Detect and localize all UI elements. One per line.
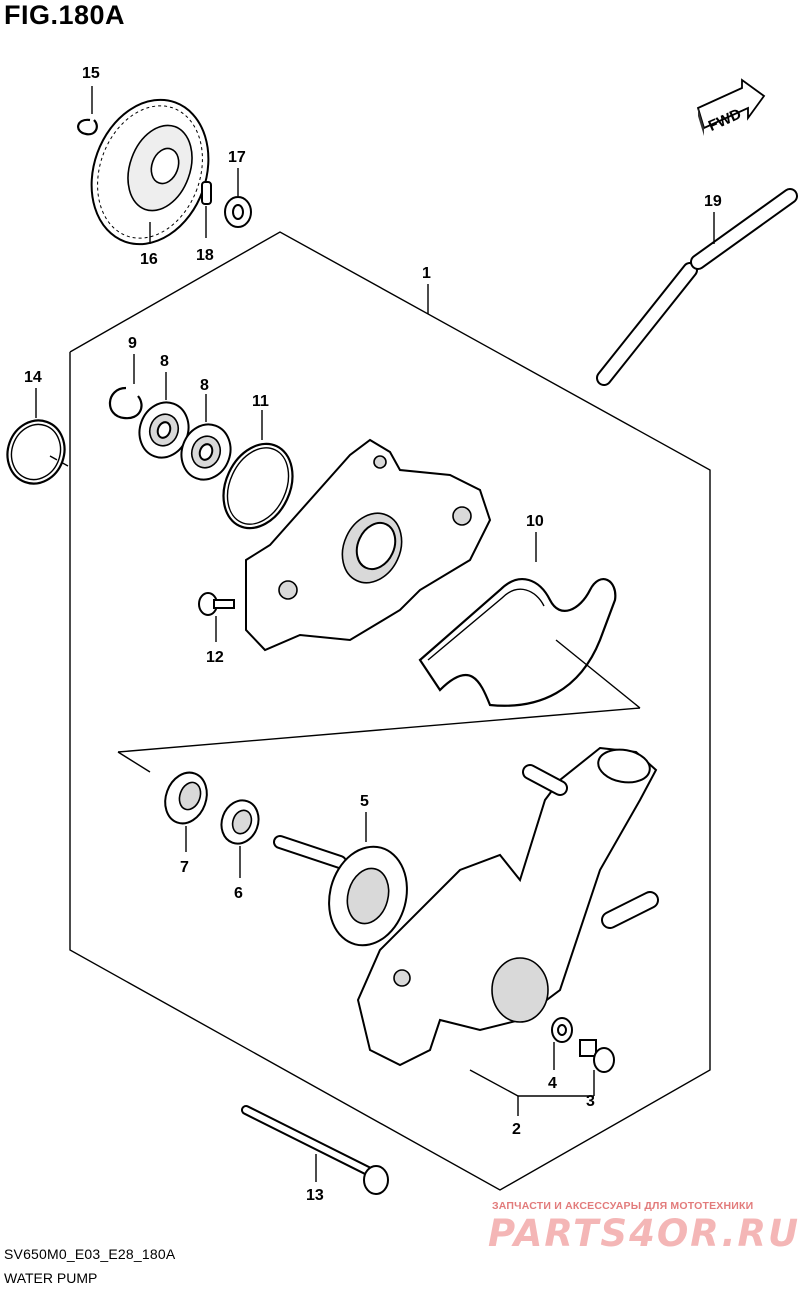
watermark-tagline: ЗАПЧАСТИ И АКСЕССУАРЫ ДЛЯ МОТОТЕХНИКИ: [492, 1200, 754, 1212]
hose-part-19: [596, 188, 798, 386]
callout-5: 5: [360, 793, 369, 810]
callout-labels: 1 2 3 4 5 6 7 8 8 9 10 11 12 13 14 15 16…: [24, 65, 722, 1204]
gasket-part-10: [418, 578, 617, 707]
snap-ring-part-9: [108, 386, 143, 420]
assembly-outline: [69, 231, 711, 1191]
pump-cover-plate: [245, 438, 492, 652]
o-ring-part-11: [222, 442, 294, 530]
callout-13: 13: [306, 1187, 324, 1204]
callout-12: 12: [206, 649, 224, 666]
circlip-part-15: [77, 118, 98, 136]
figure-code: SV650M0_E03_E28_180A: [4, 1246, 176, 1262]
callout-9: 9: [128, 335, 137, 352]
watermark-brand: PARTS4OR.RU: [488, 1212, 800, 1255]
callout-1: 1: [422, 265, 431, 282]
callout-2: 2: [512, 1121, 521, 1138]
leader-lines: [35, 86, 715, 1182]
callout-14: 14: [24, 369, 42, 386]
figure-name: WATER PUMP: [4, 1270, 98, 1286]
bolt-part-13: [241, 1105, 389, 1195]
pin-part-18: [201, 181, 212, 205]
callout-18: 18: [196, 247, 214, 264]
callout-6: 6: [234, 885, 243, 902]
washer-part-4: [551, 1017, 573, 1043]
callout-11: 11: [252, 393, 269, 410]
bearing-part-8b: [180, 423, 232, 481]
callout-3: 3: [586, 1093, 595, 1110]
callout-15: 15: [82, 65, 100, 82]
pump-body-part-2: [356, 746, 659, 1067]
callout-10: 10: [526, 513, 544, 530]
callout-4: 4: [548, 1075, 557, 1092]
oil-seal-part-7: [164, 771, 208, 825]
bearing-part-8a: [138, 401, 190, 459]
impeller-part-5: [273, 835, 408, 947]
pump-gear-part-16: [90, 98, 210, 246]
figure-title: FIG.180A: [4, 0, 126, 30]
mechanical-seal-part-6: [220, 799, 260, 845]
callout-7: 7: [180, 859, 189, 876]
callout-16: 16: [140, 251, 158, 268]
bolt-part-3: [579, 1039, 615, 1073]
bolt-part-12: [198, 592, 235, 616]
callout-8b: 8: [200, 377, 209, 394]
callout-19: 19: [704, 193, 722, 210]
washer-part-17: [224, 196, 252, 228]
callout-17: 17: [228, 149, 246, 166]
o-ring-part-14: [6, 419, 69, 485]
callout-8a: 8: [160, 353, 169, 370]
fwd-direction-badge: FWD: [696, 78, 766, 136]
